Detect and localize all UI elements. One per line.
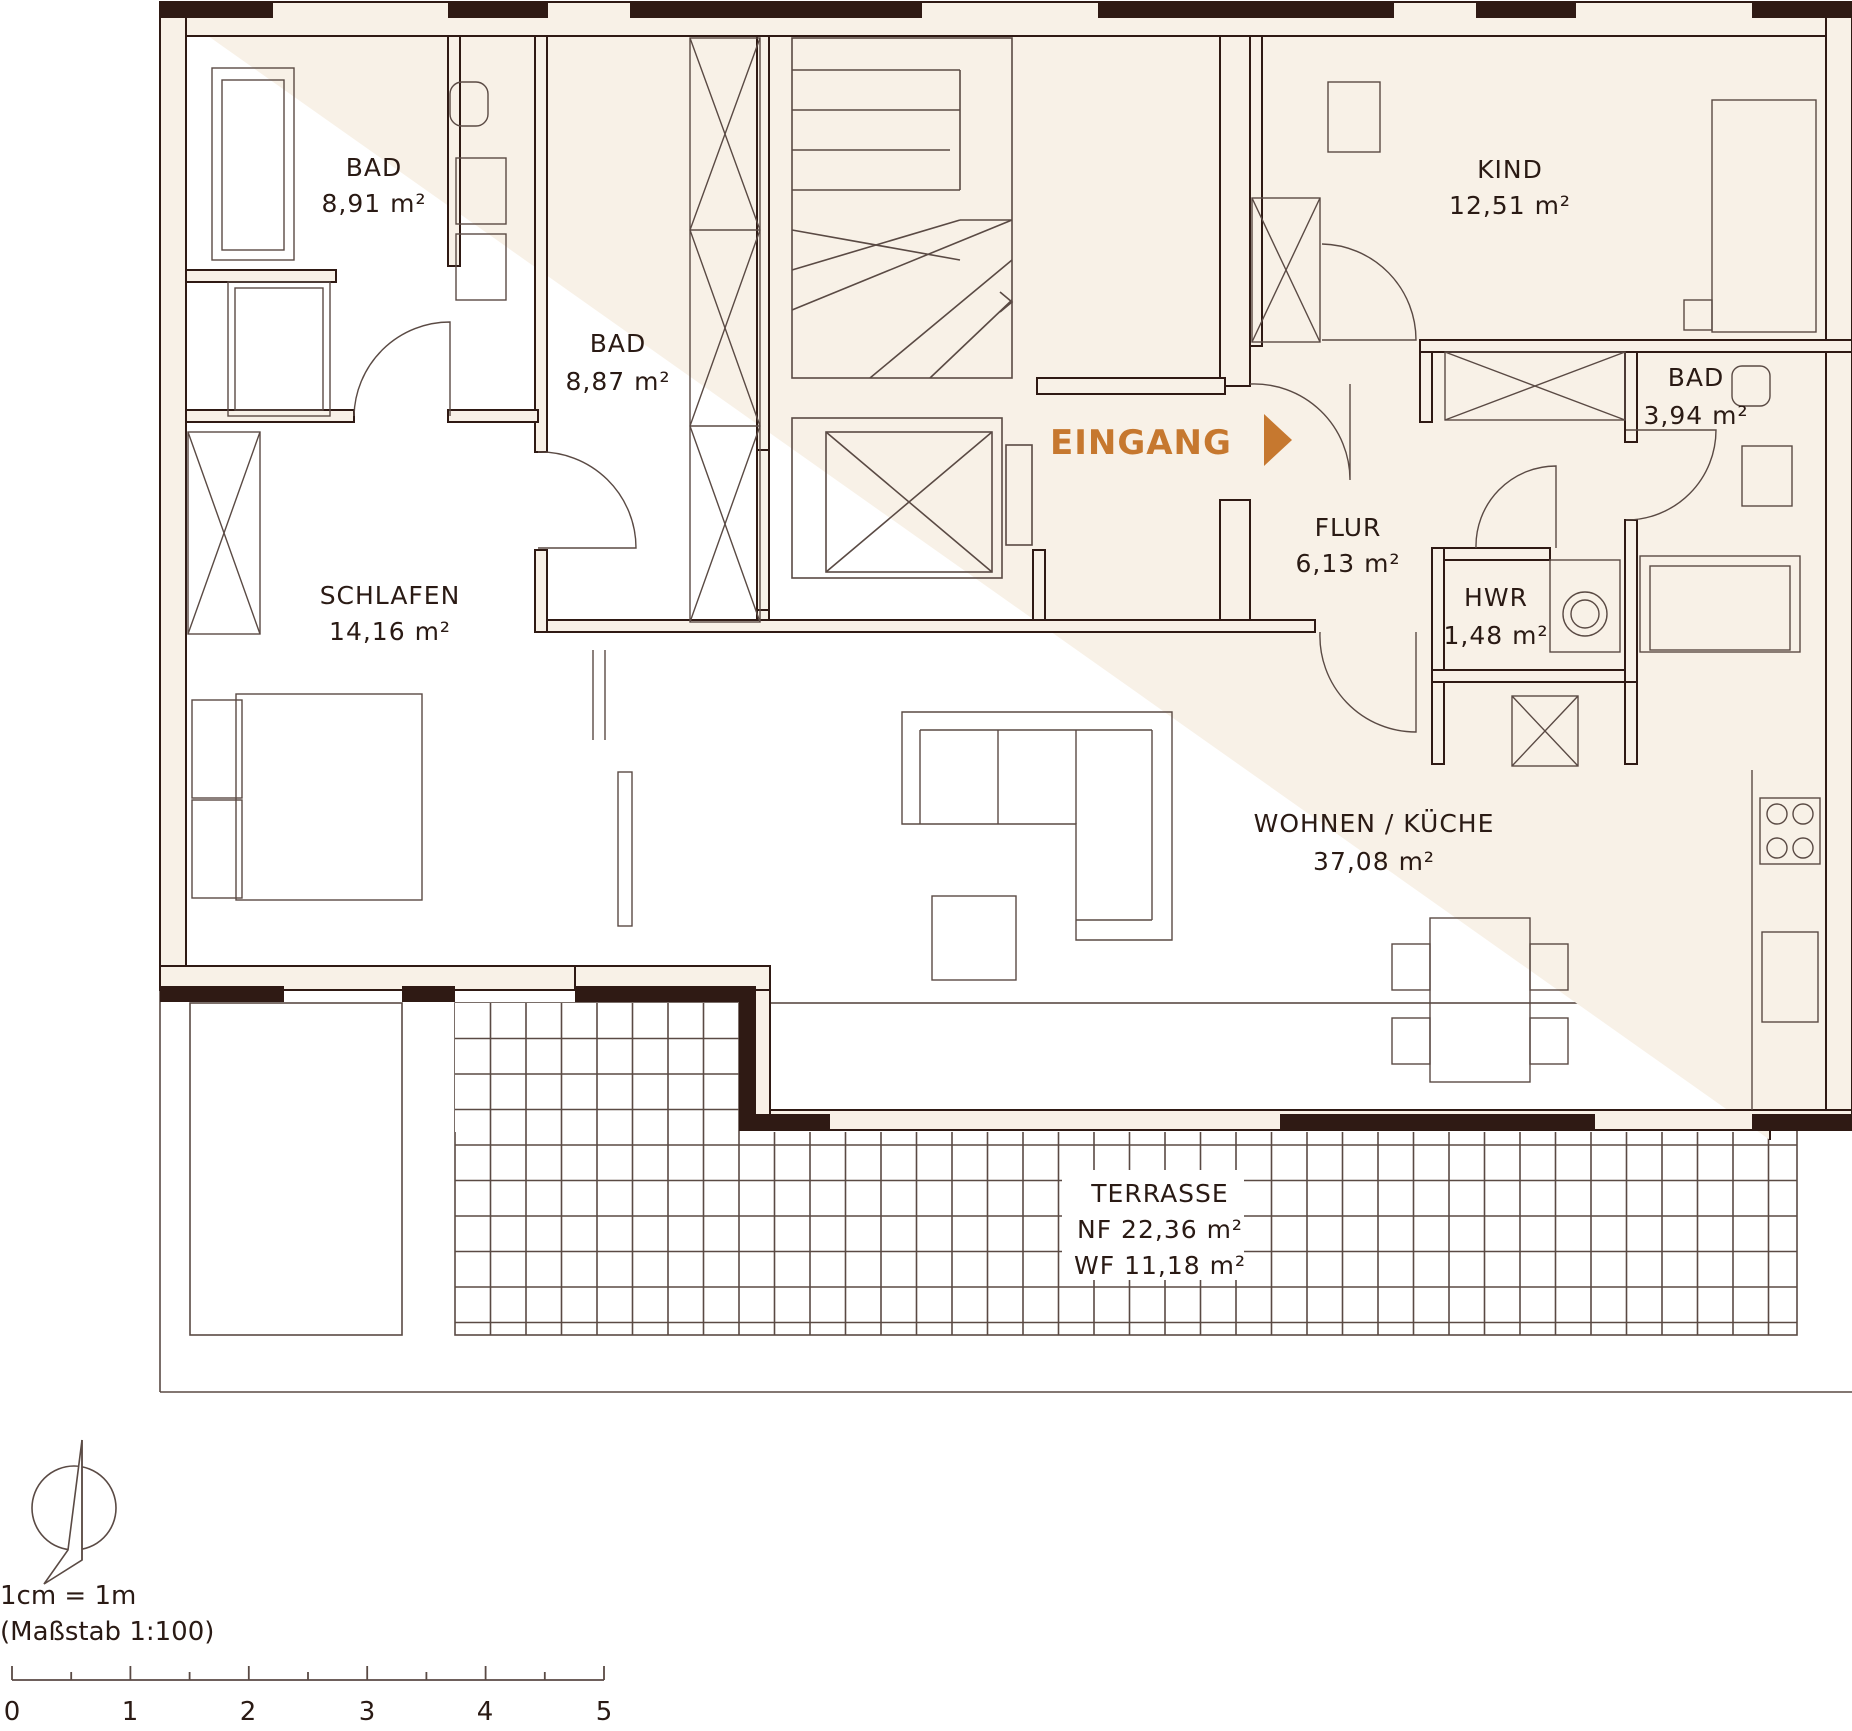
room-area: 8,87 m² <box>566 367 671 396</box>
room-area: 14,16 m² <box>329 617 451 646</box>
elevator <box>791 417 1033 579</box>
room-name: BAD <box>346 153 403 182</box>
door-swings <box>353 243 1717 927</box>
scale-tick-label: 0 <box>4 1697 21 1727</box>
interior-walls <box>185 35 1852 765</box>
terrace-wf: WF 11,18 m² <box>1074 1251 1246 1280</box>
kitchen-counter <box>1751 770 1821 1110</box>
room-name: BAD <box>590 329 647 358</box>
wall-caps <box>160 2 1852 1130</box>
scale-line1: 1cm = 1m <box>0 1581 136 1611</box>
scale-tick-label: 5 <box>596 1697 613 1727</box>
room-name: BAD <box>1668 363 1725 392</box>
room-area: 6,13 m² <box>1296 549 1401 578</box>
scale-tick-label: 1 <box>122 1697 139 1727</box>
entrance-marker: EINGANG <box>1050 414 1292 466</box>
balcony-outline <box>159 990 1852 1393</box>
sanitary-fixtures <box>211 67 1801 653</box>
room-name: FLUR <box>1315 513 1382 542</box>
room-area: 37,08 m² <box>1313 847 1435 876</box>
room-name: WOHNEN / KÜCHE <box>1254 809 1495 838</box>
room-name: SCHLAFEN <box>320 581 461 610</box>
scale-tick-label: 2 <box>240 1697 257 1727</box>
scale-bar <box>11 1666 605 1681</box>
terrace-nf: NF 22,36 m² <box>1077 1215 1243 1244</box>
scale-tick-label: 3 <box>359 1697 376 1727</box>
room-name: HWR <box>1464 583 1528 612</box>
room-name: KIND <box>1477 155 1543 184</box>
staircase <box>791 37 1014 379</box>
wardrobes <box>187 37 1626 767</box>
triangle-right-icon <box>1264 414 1292 466</box>
room-area: 12,51 m² <box>1449 191 1571 220</box>
north-arrow-icon <box>31 1439 117 1585</box>
furniture <box>191 81 1817 1083</box>
scale-bar-labels: 0 1 2 3 4 5 <box>4 1697 613 1727</box>
entrance-label: EINGANG <box>1050 423 1232 463</box>
scale-line2: (Maßstab 1:100) <box>0 1617 214 1647</box>
room-area: 3,94 m² <box>1644 401 1749 430</box>
room-labels: BAD 8,91 m² BAD 8,87 m² KIND 12,51 m² BA… <box>320 153 1749 876</box>
terrace-name: TERRASSE <box>1090 1179 1228 1208</box>
room-area: 8,91 m² <box>322 189 427 218</box>
room-area: 1,48 m² <box>1444 621 1549 650</box>
terrace-label: TERRASSE NF 22,36 m² WF 11,18 m² <box>1062 1170 1246 1280</box>
terrace-tiles <box>454 1002 1798 1336</box>
scale-tick-label: 4 <box>477 1697 494 1727</box>
